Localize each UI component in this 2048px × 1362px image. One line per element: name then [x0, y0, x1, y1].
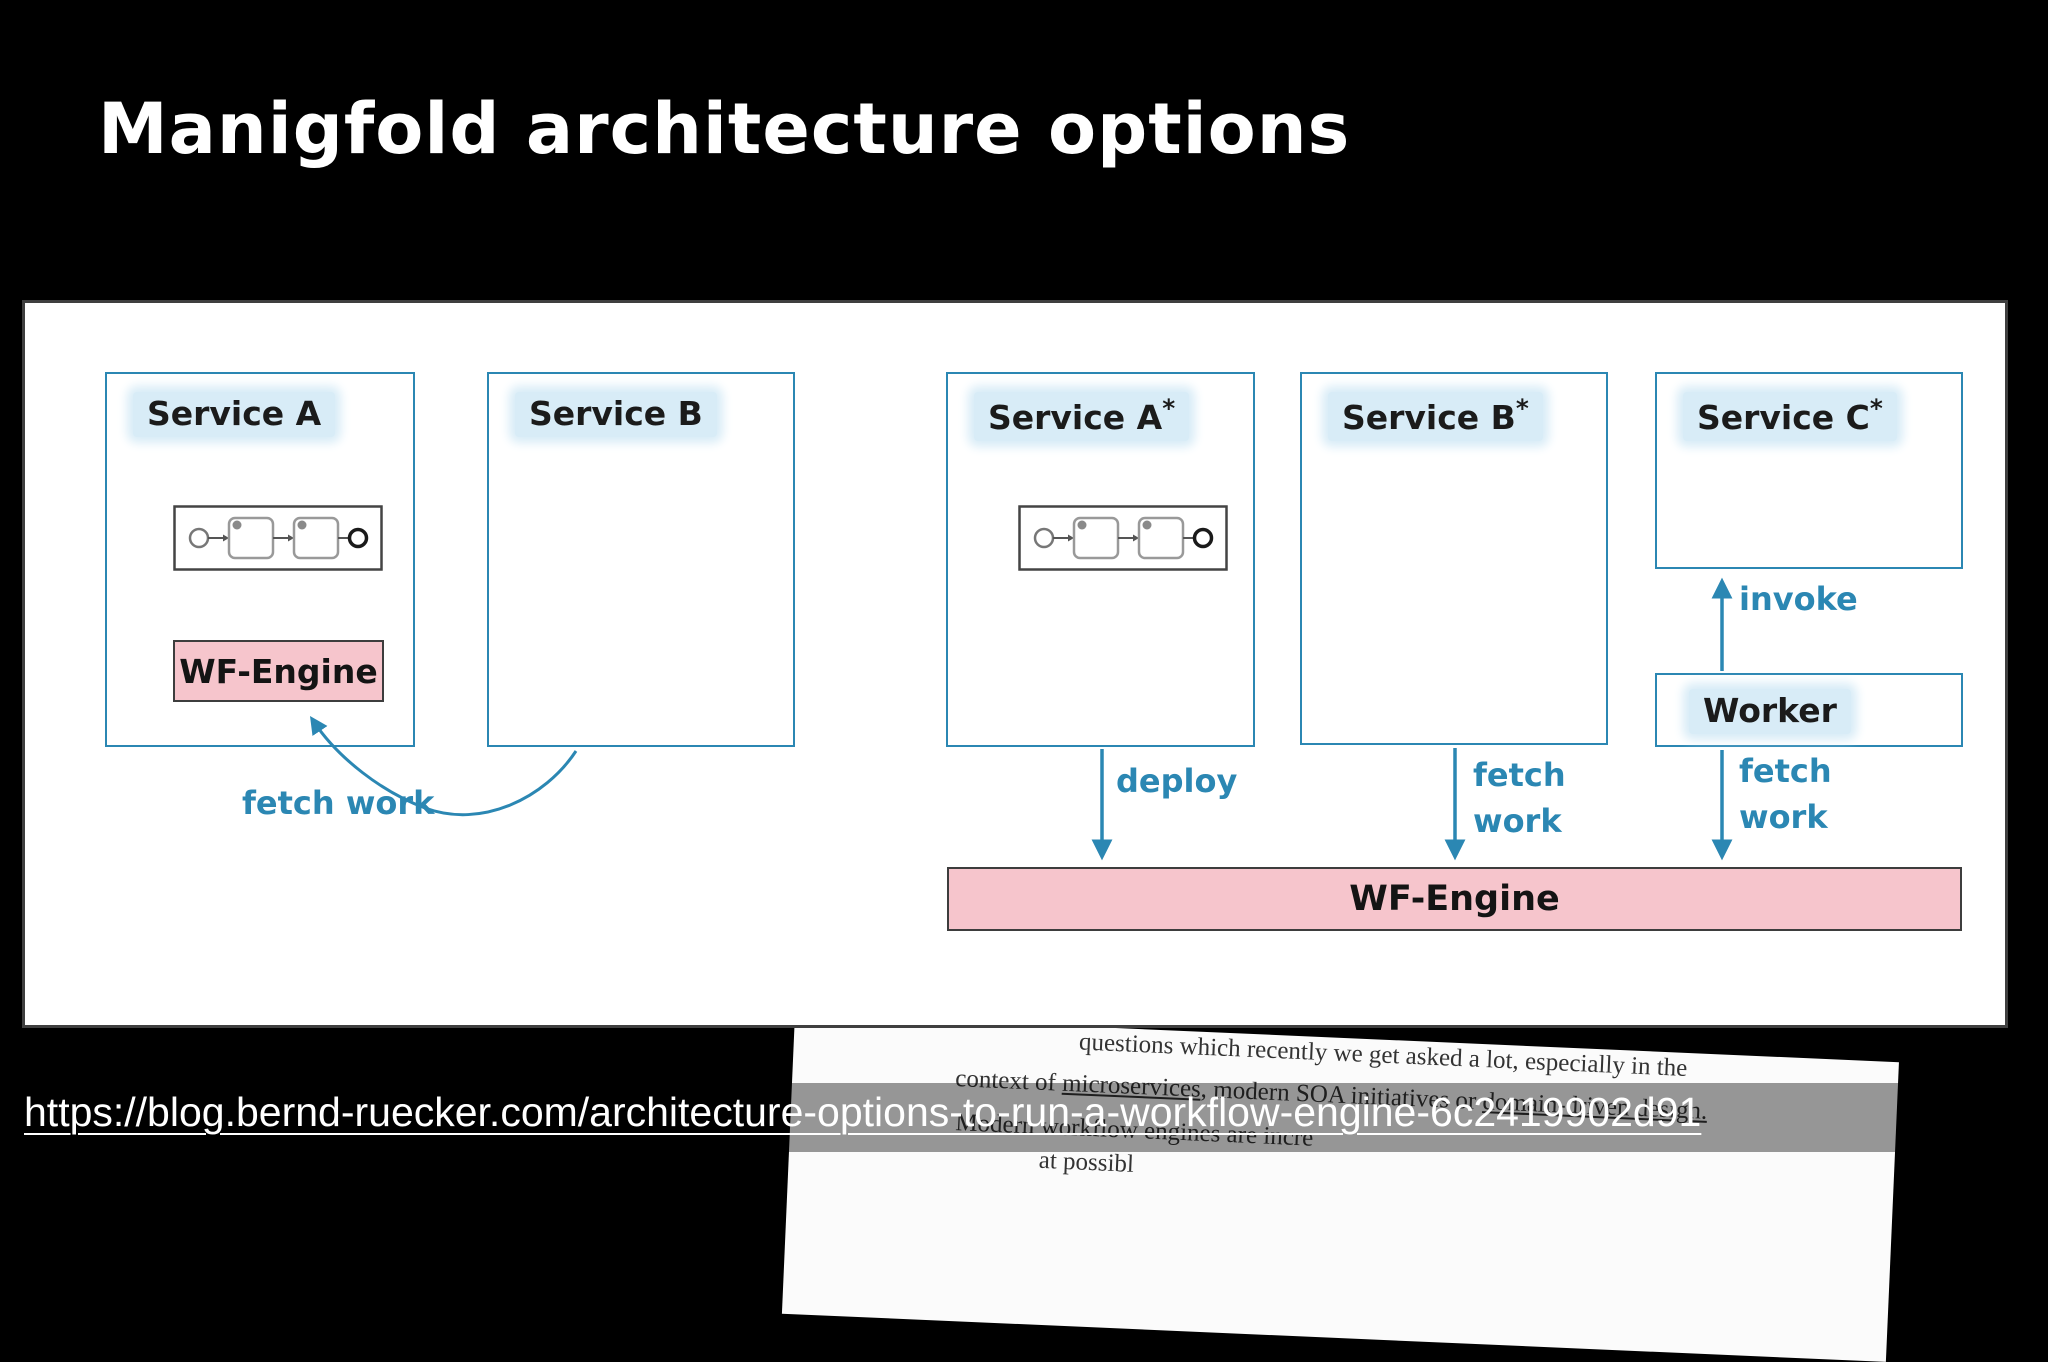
bpmn-process-icon — [1018, 505, 1228, 571]
service-a-star-label: Service A* — [974, 392, 1190, 441]
service-a-star-text: Service A — [988, 398, 1163, 437]
slide-title: Manigfold architecture options — [98, 88, 1351, 170]
service-b-star-label: Service B* — [1328, 392, 1543, 441]
service-b-star-box: Service B* — [1300, 372, 1608, 745]
asterisk: * — [1515, 394, 1529, 423]
wf-engine-small-label: WF-Engine — [179, 651, 378, 691]
service-a-label: Service A — [133, 392, 336, 437]
wf-engine-small-box: WF-Engine — [173, 640, 384, 702]
connector-arrows — [310, 577, 1733, 861]
fetch-word: fetch — [1473, 756, 1566, 794]
worker-box: Worker — [1655, 673, 1963, 747]
fetch-work-label-worker: fetch work — [1739, 748, 1832, 840]
fetch-work-label: fetch work — [242, 784, 435, 822]
fetch-work-curved-arrow — [310, 716, 578, 817]
blog-url-link[interactable]: https://blog.bernd-ruecker.com/architect… — [24, 1089, 1702, 1135]
fetch-word: fetch — [1739, 752, 1832, 790]
footer-url-band: https://blog.bernd-ruecker.com/architect… — [0, 1083, 2048, 1152]
work-word: work — [1473, 802, 1562, 840]
slide: { "title": "Manigfold architecture optio… — [0, 88, 2048, 1362]
work-word: work — [1739, 798, 1828, 836]
asterisk: * — [1869, 394, 1883, 423]
fetch-work-label-b: fetch work — [1473, 752, 1566, 844]
service-c-star-text: Service C — [1697, 398, 1870, 437]
deploy-label: deploy — [1116, 762, 1238, 800]
service-b-label: Service B — [515, 392, 717, 437]
bpmn-process-icon — [173, 505, 383, 571]
worker-label: Worker — [1689, 689, 1851, 734]
service-b-box: Service B — [487, 372, 795, 747]
asterisk: * — [1162, 394, 1176, 423]
service-c-star-label: Service C* — [1683, 392, 1897, 441]
wf-engine-bar: WF-Engine — [947, 867, 1962, 931]
service-b-star-text: Service B — [1342, 398, 1516, 437]
invoke-label: invoke — [1739, 580, 1858, 618]
wf-engine-bar-label: WF-Engine — [1349, 879, 1560, 919]
service-c-star-box: Service C* — [1655, 372, 1963, 569]
